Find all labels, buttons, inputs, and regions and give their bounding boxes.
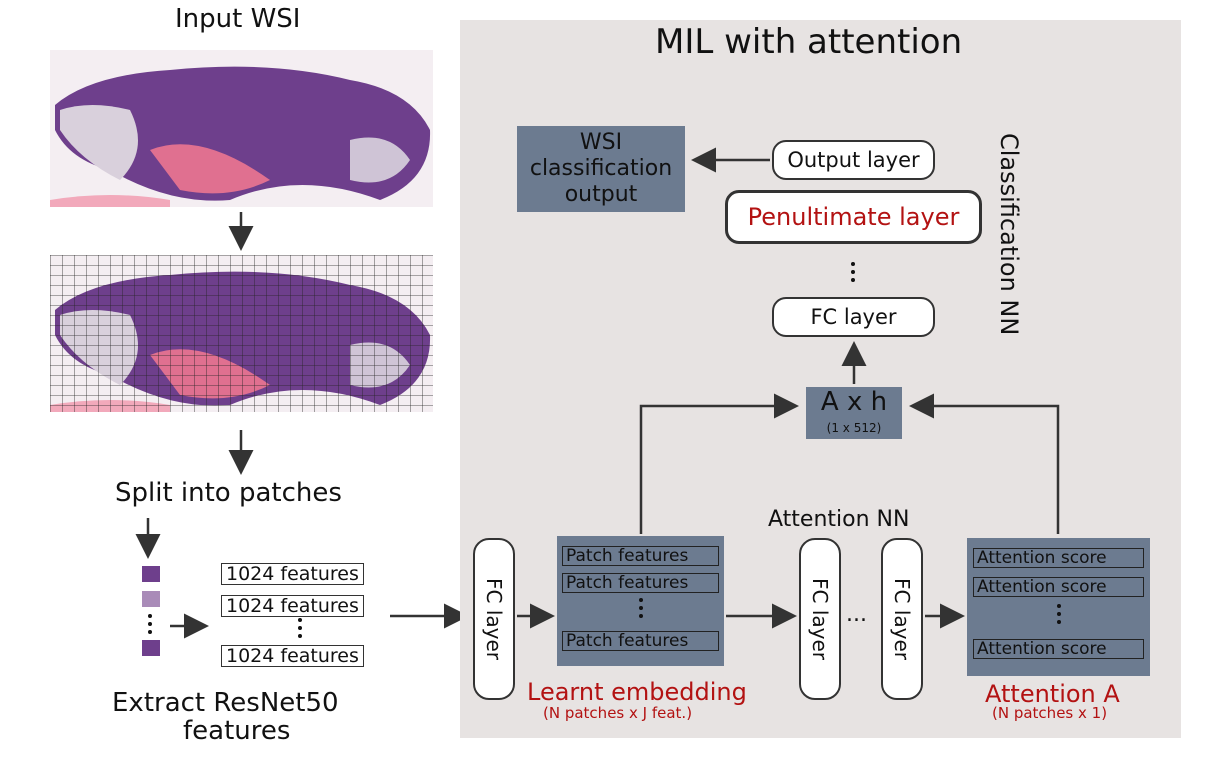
attention-a-box: Attention score Attention score Attentio…	[967, 538, 1150, 676]
wsi-tissue-drawing	[50, 66, 431, 207]
feature-vector: 1024 features	[221, 595, 364, 617]
wsi-output-line3: output	[564, 182, 638, 207]
attention-score-row: Attention score	[973, 639, 1144, 659]
axh-label: A x h	[820, 387, 888, 417]
output-layer-label: Output layer	[787, 148, 920, 172]
split-into-patches-label: Split into patches	[115, 478, 342, 508]
fc-layer-label: FC layer	[810, 305, 897, 329]
attention-nn-label: Attention NN	[768, 507, 910, 532]
patch-thumbnail	[142, 591, 160, 607]
feature-ellipsis	[298, 618, 302, 642]
learnt-embedding-dims: (N patches x J feat.)	[543, 704, 693, 722]
wsi-output-line2: classification	[529, 156, 673, 181]
panel-title: MIL with attention	[655, 22, 963, 62]
patch-thumbnail	[142, 640, 160, 656]
axh-box: A x h (1 x 512)	[806, 387, 902, 439]
attention-fc-layer-box-1: FC layer	[799, 538, 841, 700]
patch-features-ellipsis	[639, 598, 643, 622]
extract-label-line1: Extract ResNet50	[112, 688, 339, 718]
feature-vector: 1024 features	[221, 563, 364, 585]
embedding-fc-layer-box: FC layer	[473, 538, 515, 700]
attention-score-row: Attention score	[973, 548, 1144, 568]
wsi-output-line1: WSI	[579, 130, 623, 155]
wsi-classification-output-box: WSI classification output	[517, 126, 685, 212]
wsi-image	[50, 50, 433, 207]
wsi-grid-drawing	[50, 255, 433, 412]
learnt-embedding-label: Learnt embedding	[527, 678, 747, 706]
penultimate-layer-box: Penultimate layer	[725, 190, 982, 244]
feature-vector: 1024 features	[221, 645, 364, 667]
extract-label-line2: features	[183, 716, 291, 746]
patch-ellipsis	[148, 614, 152, 638]
input-wsi-title: Input WSI	[175, 4, 301, 34]
axh-dims: (1 x 512)	[826, 421, 882, 435]
attention-score-row: Attention score	[973, 577, 1144, 597]
output-layer-box: Output layer	[772, 140, 935, 180]
wsi-grid-image	[50, 255, 433, 412]
attention-a-label: Attention A	[985, 680, 1120, 708]
patch-features-row: Patch features	[562, 546, 719, 566]
patch-thumbnail	[142, 566, 160, 582]
attention-fc-layer-box-2: FC layer	[881, 538, 923, 700]
patch-features-row: Patch features	[562, 631, 719, 651]
fc-layer-box: FC layer	[772, 297, 935, 337]
attention-a-dims: (N patches x 1)	[992, 704, 1108, 722]
attention-fc-ellipsis: ...	[846, 602, 867, 627]
classification-ellipsis	[851, 262, 855, 286]
attention-score-ellipsis	[1057, 604, 1061, 628]
penultimate-layer-label: Penultimate layer	[747, 203, 960, 231]
learnt-embedding-box: Patch features Patch features Patch feat…	[557, 536, 724, 666]
patch-features-row: Patch features	[562, 573, 719, 593]
